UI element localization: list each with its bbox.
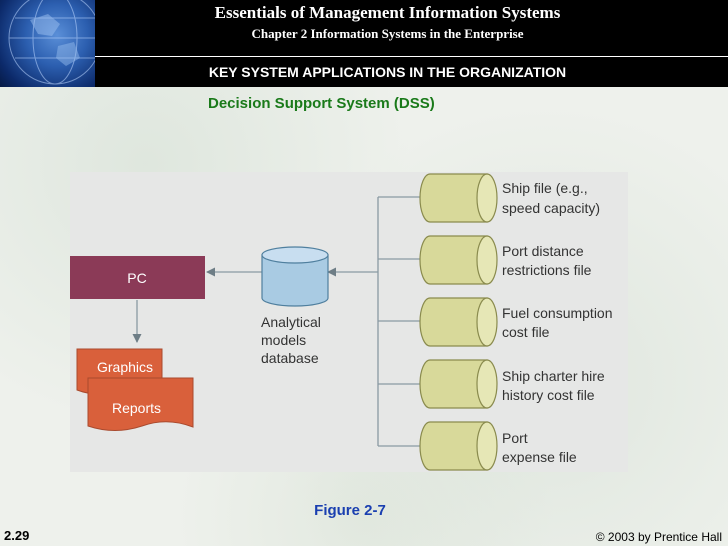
file-port-expense: Port expense file [419,421,577,471]
graphics-label: Graphics [97,359,153,375]
header-bar [0,0,728,87]
reports-document: Reports [87,377,194,431]
svg-text:cost file: cost file [502,324,550,340]
file-ship-charter: Ship charter hire history cost file [419,359,605,409]
database-label-line-2: models [261,332,306,348]
svg-text:Ship file (e.g.,: Ship file (e.g., [502,180,588,196]
header-divider [95,56,728,57]
svg-text:Ship charter hire: Ship charter hire [502,368,605,384]
copyright-notice: © 2003 by Prentice Hall [595,530,722,544]
reports-label: Reports [112,400,161,416]
svg-text:restrictions file: restrictions file [502,262,592,278]
pc-box: PC [70,256,205,299]
file-port-distance: Port distance restrictions file [419,235,592,285]
svg-text:history cost file: history cost file [502,387,595,403]
slide-number: 2.29 [4,528,30,543]
svg-text:Port distance: Port distance [502,243,584,259]
file-ship: Ship file (e.g., speed capacity) [419,173,600,223]
figure-caption: Figure 2-7 [314,502,386,519]
svg-text:Port: Port [502,430,528,446]
analytical-database-cylinder [261,246,329,307]
svg-text:expense file: expense file [502,449,577,465]
file-fuel-consumption: Fuel consumption cost file [419,297,613,347]
database-label-line-1: Analytical [261,314,321,330]
database-label-line-3: database [261,350,319,366]
header-title: Essentials of Management Information Sys… [214,3,561,22]
svg-text:speed capacity): speed capacity) [502,200,600,216]
svg-text:Fuel consumption: Fuel consumption [502,305,613,321]
slide-subtitle: Decision Support System (DSS) [208,95,435,112]
pc-label: PC [127,270,146,286]
section-title: KEY SYSTEM APPLICATIONS IN THE ORGANIZAT… [208,64,567,80]
file-connectors [377,196,420,447]
globe-logo-icon [0,0,95,87]
header-subtitle: Chapter 2 Information Systems in the Ent… [251,26,524,41]
